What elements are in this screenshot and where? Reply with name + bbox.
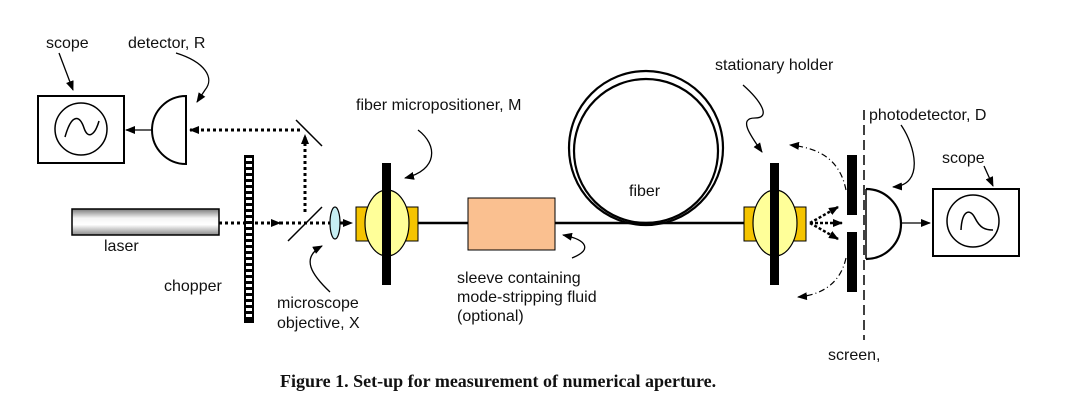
chopper-slot <box>246 308 252 311</box>
label-fiber-micropositioner: fiber micropositioner, M <box>356 97 521 114</box>
label-detector-r: detector, R <box>128 35 205 52</box>
label-sleeve-line2: mode-stripping fluid <box>457 289 597 306</box>
label-sleeve-line1: sleeve containing <box>457 270 581 287</box>
pointer-stationary-holder <box>742 84 764 153</box>
label-microscope-line2: objective, X <box>277 315 360 332</box>
label-sleeve-line3: (optional) <box>457 308 524 325</box>
label-scope-left: scope <box>46 35 89 52</box>
photodetector-d <box>865 187 903 261</box>
chopper-slot <box>246 314 252 317</box>
chopper-slot <box>246 236 252 239</box>
chopper-slot <box>246 272 252 275</box>
microscope-objective-lens <box>329 206 341 240</box>
chopper-slot <box>246 188 252 191</box>
scatter-arrow-down <box>797 257 847 301</box>
scope-right <box>932 188 1020 257</box>
chopper-slot <box>246 230 252 233</box>
label-fiber: fiber <box>629 183 661 200</box>
pointer-microscope <box>309 245 331 293</box>
pointer-micropositioner <box>404 129 433 180</box>
beam-splitter <box>287 206 323 242</box>
label-chopper: chopper <box>164 278 222 295</box>
output-ray-down <box>809 221 839 241</box>
chopper-slot <box>246 290 252 293</box>
chopper-slot <box>246 302 252 305</box>
chopper-slot <box>246 260 252 263</box>
label-scope-right: scope <box>942 150 985 167</box>
chopper-slot <box>246 158 252 161</box>
label-microscope-line1: microscope <box>277 295 359 312</box>
pointer-detector-r <box>175 52 210 103</box>
upper-mirror <box>295 119 323 147</box>
figure-caption: Figure 1. Set-up for measurement of nume… <box>280 371 716 391</box>
chopper-slot <box>246 206 252 209</box>
aperture-plate-bottom <box>847 232 857 292</box>
aperture-plate-top <box>847 155 857 215</box>
chopper-slot <box>246 194 252 197</box>
chopper-slot <box>246 242 252 245</box>
laser <box>71 208 220 236</box>
chopper-slot <box>246 170 252 173</box>
chopper-slot <box>246 164 252 167</box>
waveform-icon <box>960 211 994 231</box>
pointer-scope-right <box>983 165 994 187</box>
fiber-coil <box>567 69 725 227</box>
pointer-scope-left <box>58 52 74 91</box>
chopper-slot <box>246 248 252 251</box>
chopper-slot <box>246 212 252 215</box>
pointer-photodetector <box>892 124 915 191</box>
stationary-holder <box>743 163 807 285</box>
label-screen: screen, <box>828 347 880 364</box>
mode-stripping-sleeve <box>467 197 556 251</box>
chopper-slot <box>246 182 252 185</box>
chopper <box>244 155 254 323</box>
chopper-slot <box>246 266 252 269</box>
detector-r <box>151 94 187 166</box>
pointer-sleeve <box>562 232 586 259</box>
output-ray-up <box>809 205 839 225</box>
chopper-slot <box>246 200 252 203</box>
chopper-slot <box>246 224 252 227</box>
chopper-slot <box>246 278 252 281</box>
chopper-slot <box>246 218 252 221</box>
label-photodetector: photodetector, D <box>869 107 986 124</box>
label-stationary-holder: stationary holder <box>715 57 834 74</box>
fiber-micropositioner-m <box>355 163 419 285</box>
label-laser: laser <box>104 238 139 255</box>
scatter-arrow-up <box>789 141 847 191</box>
scope-left <box>37 95 125 164</box>
chopper-slot <box>246 296 252 299</box>
chopper-slot <box>246 254 252 257</box>
chopper-slot <box>246 284 252 287</box>
chopper-slot <box>246 176 252 179</box>
waveform-icon <box>64 117 100 138</box>
